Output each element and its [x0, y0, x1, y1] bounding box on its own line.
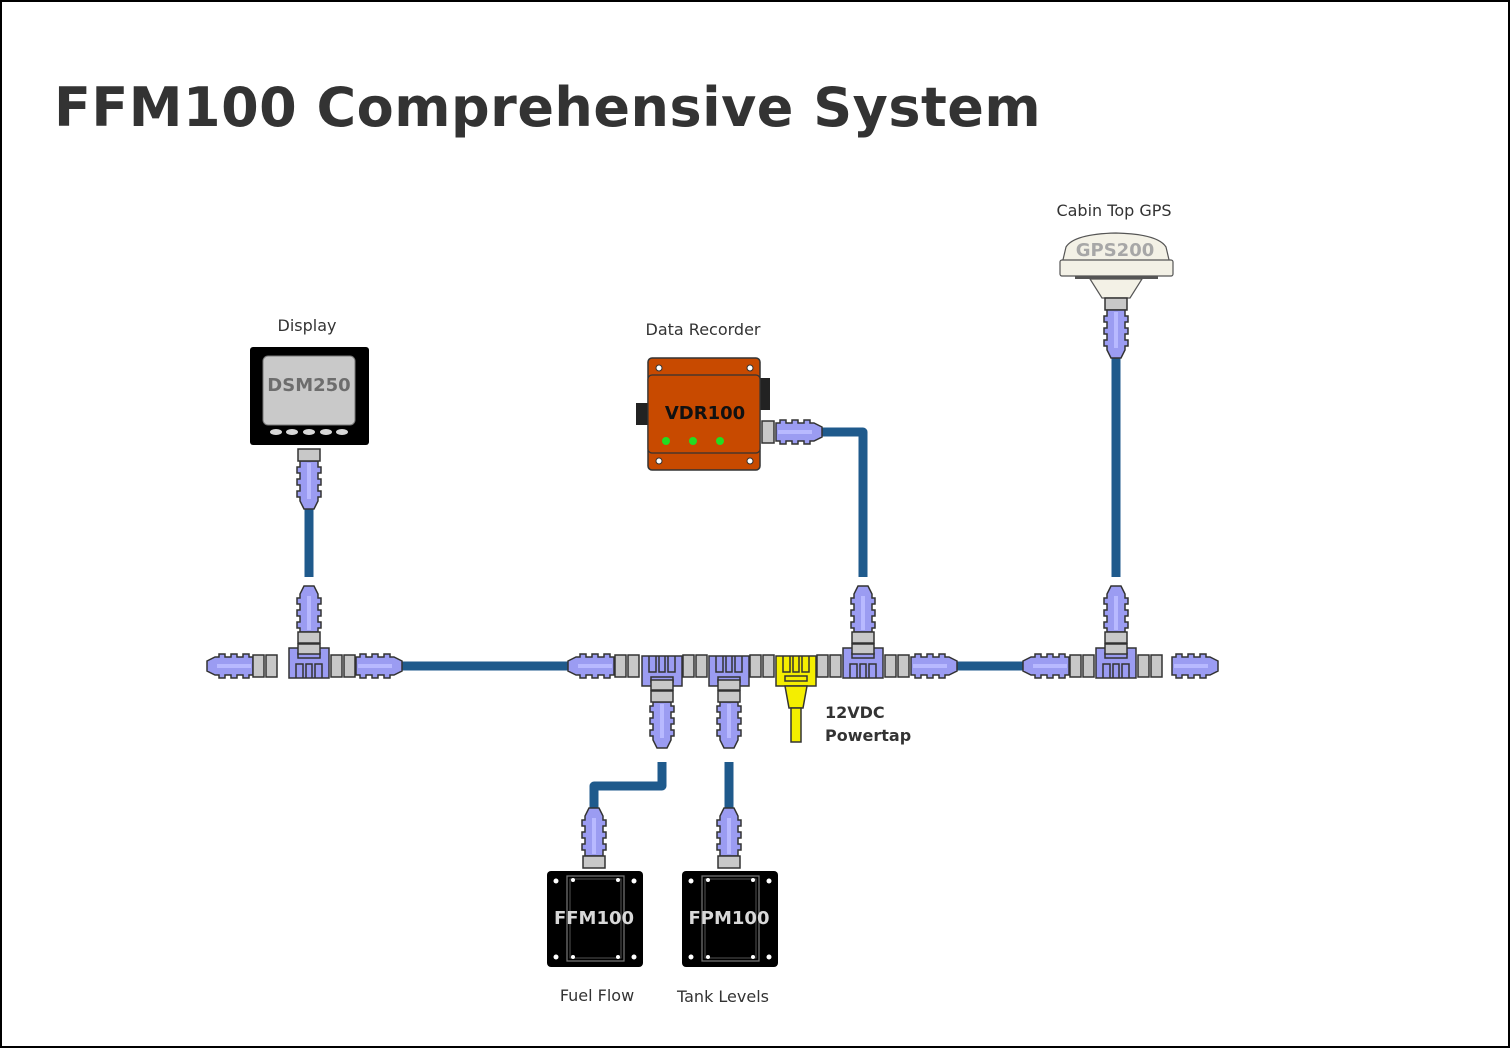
tank-levels-body	[682, 871, 778, 967]
data-recorder-model: VDR100	[665, 403, 745, 424]
tee-data-recorder-drop	[849, 584, 877, 656]
gps-label: Cabin Top GPS	[1056, 201, 1171, 220]
backbone-right-segment	[1021, 584, 1218, 680]
gps-connector	[1103, 309, 1129, 359]
backbone-left-segment	[205, 584, 402, 680]
display-model: DSM250	[267, 375, 350, 396]
display-connector	[295, 447, 323, 511]
vdr-connector	[761, 420, 822, 444]
tee-gps-drop	[1102, 584, 1130, 656]
page-title: FFM100 Comprehensive System	[54, 76, 1042, 139]
fuel-flow-model: FFM100	[554, 908, 634, 929]
terminator-plug-left[interactable]	[205, 652, 255, 680]
tank-levels-device[interactable]: FPM100 Tank Levels	[676, 806, 778, 1006]
display-device[interactable]: Display DSM250	[250, 316, 369, 511]
powertap-label-line1: 12VDC	[825, 703, 885, 722]
backbone-plug-left	[1021, 652, 1071, 680]
fuel-flow-screws	[553, 878, 637, 960]
gps-rim	[1059, 259, 1174, 277]
gps-mount	[1088, 278, 1144, 299]
gps-model: GPS200	[1076, 240, 1155, 261]
backbone-center-segment	[566, 584, 957, 750]
gps-device[interactable]: Cabin Top GPS GPS200	[1056, 201, 1174, 359]
powertap-label-line2: Powertap	[825, 726, 911, 745]
gps-dome	[1061, 232, 1171, 265]
data-recorder-device[interactable]: Data Recorder VDR100	[636, 320, 822, 471]
tank-levels-label: Tank Levels	[676, 987, 769, 1006]
tank-levels-screws	[688, 878, 772, 960]
backbone-plug-right	[356, 654, 402, 678]
display-label: Display	[278, 316, 337, 335]
fuel-flow-device[interactable]: FFM100 Fuel Flow	[547, 806, 643, 1005]
vdr-side-port-left	[636, 403, 650, 425]
fuel-flow-label: Fuel Flow	[560, 986, 634, 1005]
cable-fuel-flow-drop	[589, 762, 667, 810]
tee-display-drop	[295, 584, 323, 656]
vdr-status-leds	[662, 437, 724, 445]
tank-levels-connector	[715, 806, 743, 870]
display-screen	[262, 355, 356, 426]
gps-coupler	[1104, 297, 1128, 311]
vdr-side-port-right	[758, 378, 770, 410]
tank-levels-model: FPM100	[689, 908, 770, 929]
powertap-tee[interactable]	[775, 655, 817, 743]
backbone-plug-right	[911, 654, 957, 678]
data-recorder-label: Data Recorder	[646, 320, 761, 339]
fuel-flow-body	[547, 871, 643, 967]
tee-tank-levels-drop	[715, 678, 743, 750]
fuel-flow-connector	[580, 806, 608, 870]
terminator-plug-right[interactable]	[1172, 654, 1218, 678]
vdr-screws	[655, 364, 754, 465]
tee-fuel-flow-drop	[648, 678, 676, 750]
cable-vdr-drop	[822, 427, 868, 577]
backbone-plug-left	[566, 652, 616, 680]
gps-base-line	[1075, 276, 1158, 279]
vdr-panel	[647, 374, 761, 454]
cables	[304, 354, 1121, 810]
display-buttons	[270, 429, 348, 435]
